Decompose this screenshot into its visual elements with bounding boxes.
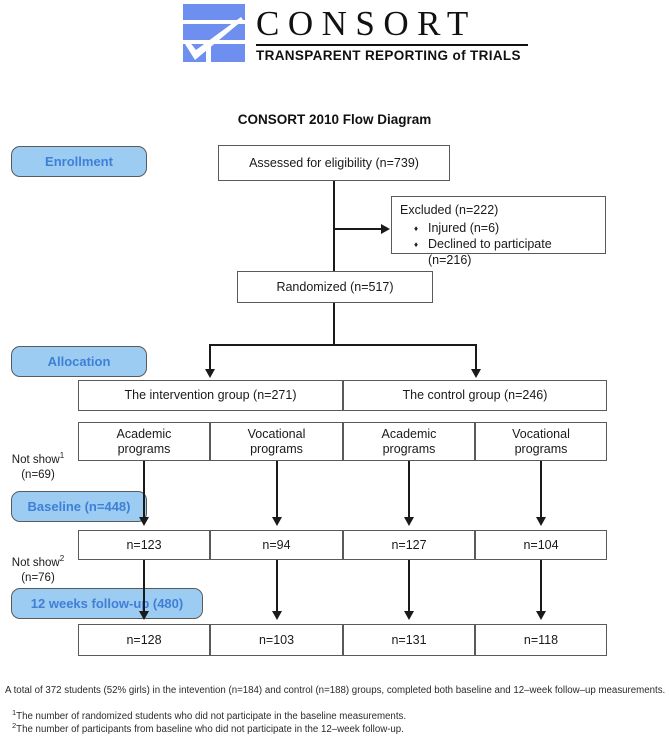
box-followup-count-3[interactable]: n=118 bbox=[475, 624, 607, 656]
connector-allocation-left-drop bbox=[209, 344, 211, 370]
arrowhead-allocation-left bbox=[205, 369, 215, 378]
consort-logo-mark bbox=[183, 4, 245, 62]
program-1-line2: programs bbox=[250, 441, 303, 456]
footnote-1-text: The number of randomized students who di… bbox=[16, 711, 407, 723]
footnote-1: 1The number of randomized students who d… bbox=[12, 706, 406, 723]
arrowhead-baseline-1-to-followup bbox=[272, 611, 282, 620]
connector-baseline-1-to-followup bbox=[276, 560, 278, 612]
not-show-2-superscript: 2 bbox=[59, 554, 65, 563]
not-show-1-label: Not show bbox=[11, 453, 60, 466]
box-baseline-count-3[interactable]: n=104 bbox=[475, 530, 607, 560]
footnote-2-superscript: 2 bbox=[12, 721, 17, 730]
box-baseline-count-0[interactable]: n=123 bbox=[78, 530, 210, 560]
box-randomized[interactable]: Randomized (n=517) bbox=[237, 271, 433, 303]
note-not-show-1: Not show1 (n=69) bbox=[0, 448, 76, 483]
arrowhead-to-excluded bbox=[381, 224, 390, 234]
box-control-group[interactable]: The control group (n=246) bbox=[343, 380, 607, 411]
program-0-line2: programs bbox=[117, 441, 171, 456]
consort-tagline: TRANSPARENT REPORTING of TRIALS bbox=[256, 47, 521, 65]
connector-baseline-0-to-followup bbox=[143, 560, 145, 612]
program-0-line1: Academic bbox=[116, 426, 172, 441]
footnote-2: 2The number of participants from baselin… bbox=[12, 719, 404, 736]
connector-baseline-2-to-followup bbox=[408, 560, 410, 612]
connector-allocation-right-drop bbox=[475, 344, 477, 370]
consort-logo: CONSORT TRANSPARENT REPORTING of TRIALS bbox=[183, 4, 528, 66]
excluded-reasons-list: Injured (n=6) Declined to participate (n… bbox=[400, 220, 597, 268]
not-show-1-value: (n=69) bbox=[21, 468, 55, 481]
stage-label-followup[interactable]: 12 weeks follow-up (480) bbox=[11, 588, 203, 619]
connector-allocation-split bbox=[209, 344, 476, 346]
arrowhead-baseline-0-to-followup bbox=[139, 611, 149, 620]
connector-program-1-to-baseline bbox=[276, 461, 278, 518]
consort-wordmark: CONSORT bbox=[256, 4, 477, 43]
box-followup-count-0[interactable]: n=128 bbox=[78, 624, 210, 656]
connector-program-2-to-baseline bbox=[408, 461, 410, 518]
arrowhead-allocation-right bbox=[471, 369, 481, 378]
tagline-main: TRANSPARENT REPORTING bbox=[256, 48, 449, 63]
box-intervention-group[interactable]: The intervention group (n=271) bbox=[78, 380, 343, 411]
footnote-1-superscript: 1 bbox=[12, 708, 17, 717]
box-excluded[interactable]: Excluded (n=222) Injured (n=6) Declined … bbox=[391, 196, 606, 267]
box-assessed-for-eligibility[interactable]: Assessed for eligibility (n=739) bbox=[218, 145, 450, 181]
connector-to-excluded bbox=[334, 228, 382, 230]
box-followup-count-2[interactable]: n=131 bbox=[343, 624, 475, 656]
tagline-end: TRIALS bbox=[470, 48, 521, 63]
footnote-summary: A total of 372 students (52% girls) in t… bbox=[5, 685, 666, 696]
not-show-2-label: Not show bbox=[11, 556, 60, 569]
program-3-line1: Vocational bbox=[512, 426, 570, 441]
stage-label-baseline[interactable]: Baseline (n=448) bbox=[11, 491, 147, 522]
not-show-2-value: (n=76) bbox=[21, 571, 55, 584]
arrowhead-baseline-2-to-followup bbox=[404, 611, 414, 620]
arrowhead-program-1-to-baseline bbox=[272, 517, 282, 526]
stage-label-enrollment[interactable]: Enrollment bbox=[11, 146, 147, 177]
arrowhead-program-2-to-baseline bbox=[404, 517, 414, 526]
connector-randomized-down bbox=[333, 303, 335, 345]
box-baseline-count-2[interactable]: n=127 bbox=[343, 530, 475, 560]
page-title: CONSORT 2010 Flow Diagram bbox=[237, 112, 432, 127]
logo-divider-rule bbox=[256, 44, 528, 46]
program-1-line1: Vocational bbox=[247, 426, 306, 441]
connector-program-3-to-baseline bbox=[540, 461, 542, 518]
arrowhead-program-3-to-baseline bbox=[536, 517, 546, 526]
list-item: Injured (n=6) bbox=[414, 220, 597, 237]
program-3-line2: programs bbox=[514, 441, 568, 456]
connector-baseline-3-to-followup bbox=[540, 560, 542, 612]
list-item: Declined to participate (n=216) bbox=[414, 236, 597, 268]
footnote-2-text: The number of participants from baseline… bbox=[16, 724, 404, 736]
program-2-line2: programs bbox=[382, 441, 436, 456]
note-not-show-2: Not show2 (n=76) bbox=[0, 551, 76, 586]
program-2-line1: Academic bbox=[381, 426, 437, 441]
box-followup-count-1[interactable]: n=103 bbox=[210, 624, 343, 656]
excluded-heading: Excluded (n=222) bbox=[400, 203, 499, 217]
connector-program-0-to-baseline bbox=[143, 461, 145, 518]
arrowhead-baseline-3-to-followup bbox=[536, 611, 546, 620]
connector-assessed-to-randomized bbox=[333, 181, 335, 271]
box-baseline-count-1[interactable]: n=94 bbox=[210, 530, 343, 560]
arrowhead-program-0-to-baseline bbox=[139, 517, 149, 526]
tagline-of: of bbox=[452, 48, 466, 63]
not-show-1-superscript: 1 bbox=[59, 451, 65, 460]
stage-label-allocation[interactable]: Allocation bbox=[11, 346, 147, 377]
